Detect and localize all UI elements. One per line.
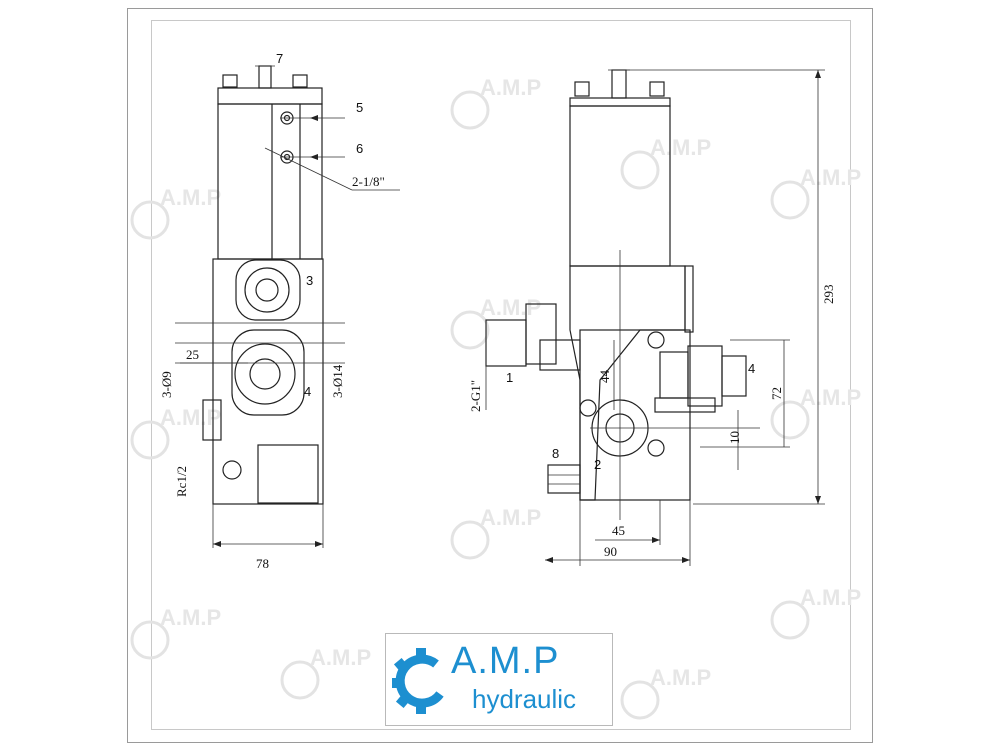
dim-10: 10 [727,431,742,444]
label-port-3: 3 [306,273,313,288]
dim-72: 72 [769,387,784,400]
dim-45: 45 [612,523,625,538]
label-port-8: 8 [552,446,559,461]
watermark-gear-icon: A.M.P [620,665,711,720]
label-thread-front: 2-1/8" [352,174,385,189]
logo-brand: A.M.P [451,640,560,682]
dim-width-78: 78 [256,556,269,571]
svg-text:A.M.P: A.M.P [800,385,861,410]
watermark-gear-icon: A.M.P [450,505,541,560]
label-port-4-side: 4 [748,361,755,376]
screw-left [222,74,238,88]
dim-44: 44 [597,370,612,384]
valve-body-front [212,258,324,505]
label-port-1: 1 [506,370,513,385]
watermark-gear-icon: A.M.P [770,165,861,220]
solenoid-body [217,103,323,260]
dim-25: 25 [186,347,199,362]
rc-port [202,399,222,441]
watermark-gear-icon: A.M.P [770,585,861,640]
label-thread-side: 2-G1" [468,380,483,412]
port-4-circle [234,343,296,405]
svg-text:A.M.P: A.M.P [650,665,711,690]
svg-text:A.M.P: A.M.P [650,135,711,160]
dim-rc-thread: Rc1/2 [174,466,189,497]
label-port-4-front: 4 [304,384,311,399]
label-port-5: 5 [356,100,363,115]
gear-icon [392,648,444,714]
watermark-gear-icon: A.M.P [620,135,711,190]
solenoid-side [569,105,671,267]
watermark-gear-icon: A.M.P [450,75,541,130]
watermark-gear-icon: A.M.P [130,185,221,240]
valve-body-side [569,265,686,501]
dim-holes-large: 3-Ø14 [330,364,345,398]
dim-holes-small: 3-Ø9 [159,371,174,398]
svg-text:A.M.P: A.M.P [480,295,541,320]
logo-tagline: hydraulic [472,684,577,714]
watermark-layer: A.M.P A.M.P A.M.P A.M.P A.M.P A.M.P A.M.… [130,75,861,720]
svg-text:A.M.P: A.M.P [480,505,541,530]
label-port-2: 2 [594,457,601,472]
side-view: 1 2 4 8 2-G1" 293 44 72 10 45 90 [468,69,836,566]
amp-logo: A.M.P hydraulic [385,633,613,726]
drawing-frame [151,20,851,730]
port-3-circle [244,267,290,313]
svg-text:A.M.P: A.M.P [310,645,371,670]
label-port-7: 7 [276,51,283,66]
front-view: 7 5 6 2-1/8" 3 4 78 25 3-Ø9 3-Ø14 Rc1/2 [159,51,400,571]
label-port-6: 6 [356,141,363,156]
svg-text:A.M.P: A.M.P [480,75,541,100]
mount-hole [222,460,242,480]
watermark-gear-icon: A.M.P [280,645,371,700]
adjust-screw [258,65,272,89]
svg-text:A.M.P: A.M.P [800,585,861,610]
watermark-gear-icon: A.M.P [450,295,541,350]
watermark-gear-icon: A.M.P [130,605,221,660]
knob-8 [547,464,581,494]
svg-text:A.M.P: A.M.P [800,165,861,190]
fitting-port-1 [485,319,527,367]
fitting-port-4 [687,345,723,407]
watermark-gear-icon: A.M.P [130,405,221,460]
svg-text:A.M.P: A.M.P [160,405,221,430]
screw-right [292,74,308,88]
dim-height-293: 293 [821,285,836,305]
watermark-gear-icon: A.M.P [770,385,861,440]
outer-frame [127,8,873,743]
dim-90: 90 [604,544,617,559]
svg-text:A.M.P: A.M.P [160,185,221,210]
svg-text:A.M.P: A.M.P [160,605,221,630]
